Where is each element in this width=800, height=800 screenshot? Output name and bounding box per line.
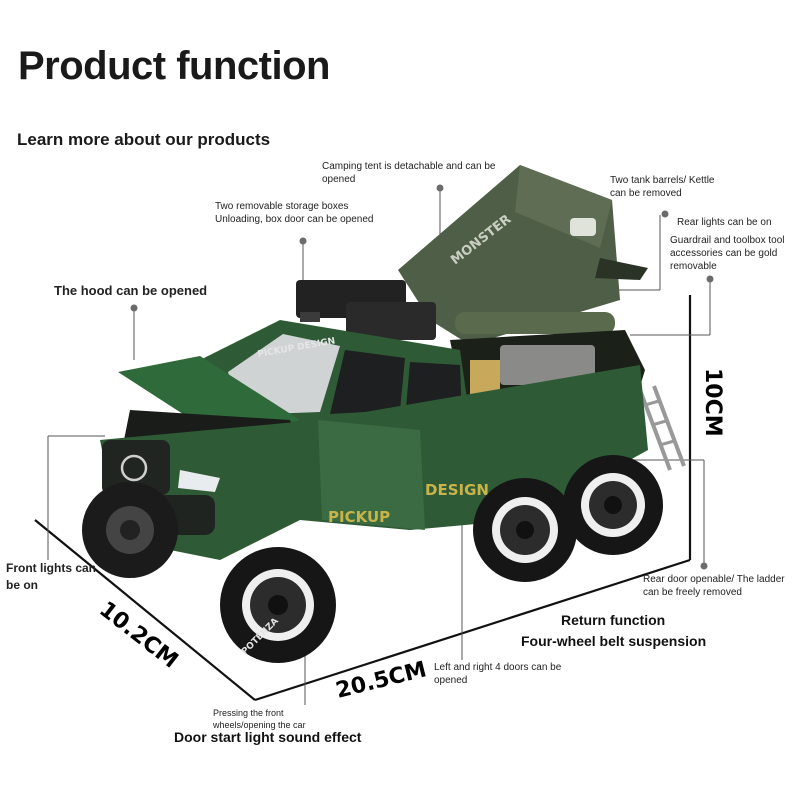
rear-ladder xyxy=(638,385,686,471)
callout-hood: The hood can be opened xyxy=(54,283,208,298)
callout-rear-lights: Rear lights can be on xyxy=(677,217,772,228)
dimension-height-label: 10CM xyxy=(700,368,725,437)
callout-sound-effect: Door start light sound effect xyxy=(174,729,362,745)
bed-decal-text: DESIGN xyxy=(425,481,489,499)
camping-tent: MONSTER xyxy=(398,165,648,345)
callout-dots xyxy=(130,184,714,570)
roof-storage-boxes xyxy=(296,280,436,340)
callout-storage-boxes: Two removable storage boxes Unloading, b… xyxy=(215,201,374,225)
callout-doors: Left and right 4 doors can be opened xyxy=(434,662,562,686)
side-decal-text: PICKUP xyxy=(328,508,390,526)
callout-tank-barrels: Two tank barrels/ Kettle can be removed xyxy=(610,175,715,199)
callout-tent: Camping tent is detachable and can be op… xyxy=(322,161,496,185)
wheel-front-right xyxy=(220,547,336,663)
dimension-lines xyxy=(34,295,692,702)
truck-body: PICKUP DESIGN PICKUP DESIGN xyxy=(95,320,648,560)
wheel-front-left xyxy=(82,482,178,578)
wheel-middle xyxy=(473,478,577,582)
dimension-length-label: 20.5CM xyxy=(333,657,429,704)
page-title: Product function xyxy=(18,44,330,88)
callout-rear-door: Rear door openable/ The ladder can be fr… xyxy=(643,574,785,598)
wheel-rear xyxy=(563,455,663,555)
callout-suspension: Four-wheel belt suspension xyxy=(521,633,707,649)
wheels: POTENZA xyxy=(82,455,663,663)
dimension-width-label: 10.2CM xyxy=(94,597,182,674)
page-subtitle: Learn more about our products xyxy=(17,130,271,149)
leader-lines xyxy=(47,190,711,705)
callout-guardrail: Guardrail and toolbox tool accessories c… xyxy=(670,235,785,272)
callout-front-lights: Front lights can be on xyxy=(6,561,96,592)
callout-return: Return function xyxy=(561,612,666,628)
callout-front-wheels: Pressing the front wheels/opening the ca… xyxy=(213,708,306,730)
